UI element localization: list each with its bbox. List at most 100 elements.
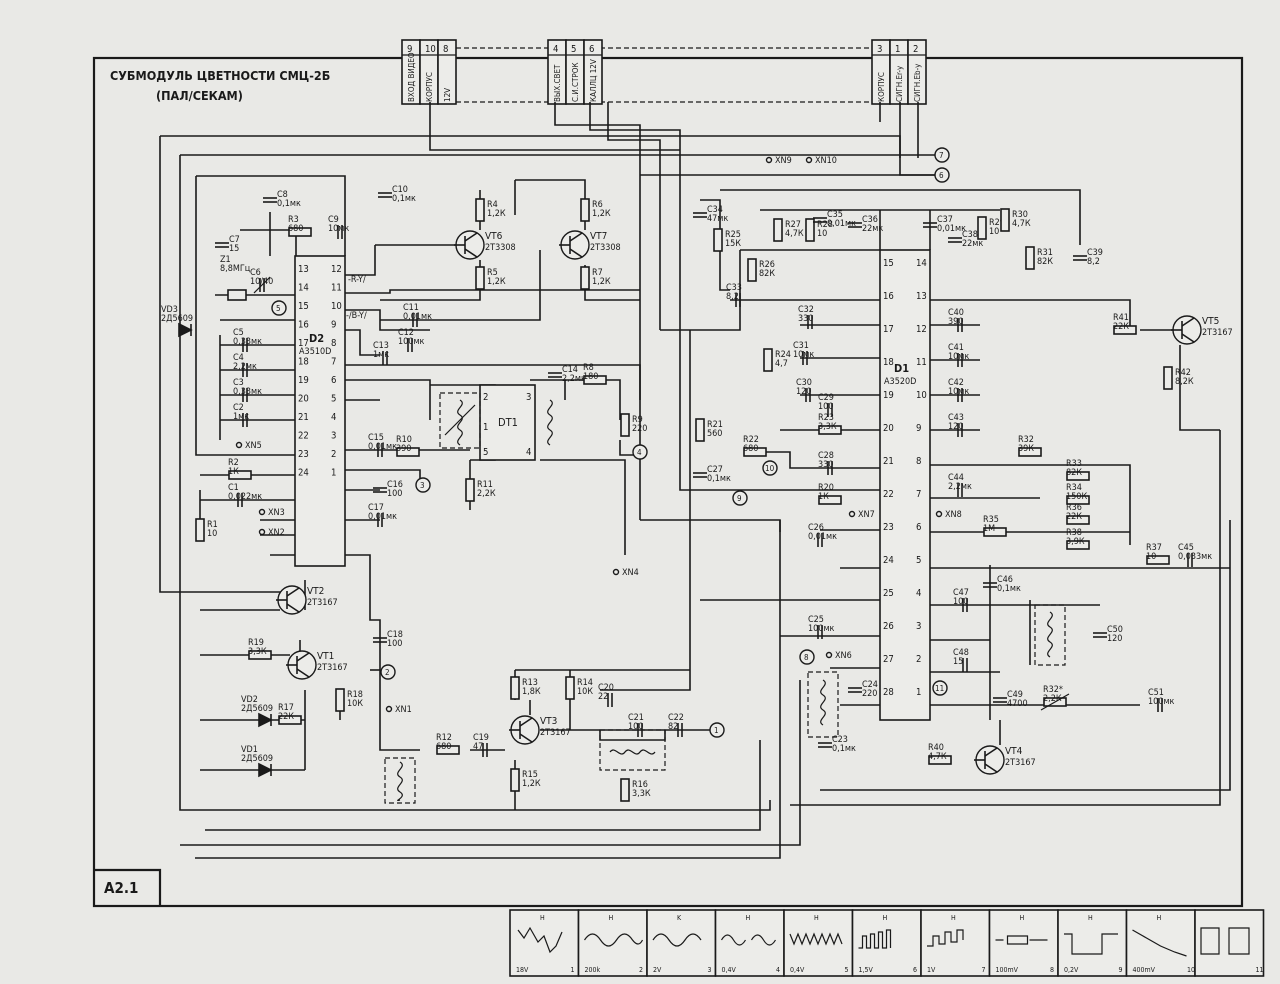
connector-pin-5: 5С.И.СТРОК [565,39,585,105]
component-value: 100мк [398,337,425,347]
ic-pin-right: 3 [916,621,921,632]
transistor-group: VT62Т3308VT72Т3308VT52Т3167VT22Т3167VT12… [276,230,1233,775]
ic-pin-right: 5 [916,555,921,566]
oscillogram-number: 7 [982,966,986,974]
ic-pin-right: 11 [916,357,927,368]
component-ref: C14 [562,365,578,375]
component-value: 390 [396,444,411,454]
component-ref: C20 [598,683,614,693]
component-ref: C2 [233,403,244,413]
component-ref: R20 [818,483,834,493]
component-ref: R18 [347,690,363,700]
component-value: 10мк [328,224,349,234]
component-value: 4,7К [785,229,804,239]
oscillogram-scale: 18V [516,966,529,974]
component-value: 4700 [1007,699,1028,709]
component-r4: R41,2К [475,198,506,222]
ic-pin-left: 23 [298,449,309,460]
testpoint-ХN1: ХN1 [385,705,412,715]
component-value: 100 [953,597,968,607]
ic-pin-right: 8 [331,338,336,349]
component-ref: R26 [759,260,775,270]
ic-pin-right: 5 [331,394,336,405]
component-ref: C22 [668,713,684,723]
component-value: 2,2мк [948,482,972,492]
transistor-type: 2Т3167 [1202,328,1233,338]
component-value: 4,7 [775,359,788,369]
component-ref: C1 [228,483,239,493]
ic-pin-right: 2 [331,449,336,460]
ic-pin-left: 19 [883,390,894,401]
coil-l2 [599,729,666,771]
component-value: 10 [207,529,217,539]
component-ref: C7 [229,235,240,245]
component-ref: C25 [808,615,824,625]
component-ref: C3 [233,378,244,388]
connector-pin-label: КОРПУС [877,72,886,102]
connector-pin-label: КАЛЛЦ 12V [589,59,598,102]
component-ref: R27 [785,220,801,230]
ic-pin-right: 7 [916,489,921,500]
oscillogram-scale: 200k [585,966,601,974]
component-ref: C12 [398,328,414,338]
mark-2: 2 [380,664,396,680]
component-value: 100мк [1148,697,1175,707]
ic-ref: D1 [894,362,909,375]
ic-pin-left: 27 [883,654,894,665]
component-ref: C46 [997,575,1013,585]
component-ref: R31 [1037,248,1053,258]
component-ref: C8 [277,190,288,200]
component-ref: C50 [1107,625,1123,635]
component-ref: R9 [632,415,643,425]
component-value: 0,01мк [403,312,432,322]
component-ref: R40 [928,743,944,753]
component-ref: C36 [862,215,878,225]
component-value: 47мк [707,214,728,224]
ic-pin-right: 4 [916,588,921,599]
mark-6: 6 [934,167,950,183]
ic-pin-right: 9 [916,423,921,434]
component-ref: R38 [1066,528,1082,538]
component-ref: C44 [948,473,964,483]
component-value: 8,2К [1175,377,1194,387]
component-ref: C4 [233,353,244,363]
d2-signal-ry: -R-Y/ [348,275,366,285]
testpoint-label: ХN4 [622,568,639,578]
ic-pin-left: 24 [298,468,309,479]
mark-label: 7 [939,151,944,160]
component-ref: C9 [328,215,339,225]
component-value: 2,2мк [562,374,586,384]
ic-pin-left: 22 [298,431,309,442]
component-value: 120 [796,387,811,397]
component-ref: R8 [583,363,594,373]
testpoint-label: ХN9 [775,156,792,166]
component-value: 22мк [862,224,883,234]
mark-10: 10 [762,460,778,476]
testpoint-label: ХN2 [268,528,285,538]
connector-pin-number: 3 [877,44,882,55]
connector-pin-label: СИГН.Еr-y [895,65,904,102]
